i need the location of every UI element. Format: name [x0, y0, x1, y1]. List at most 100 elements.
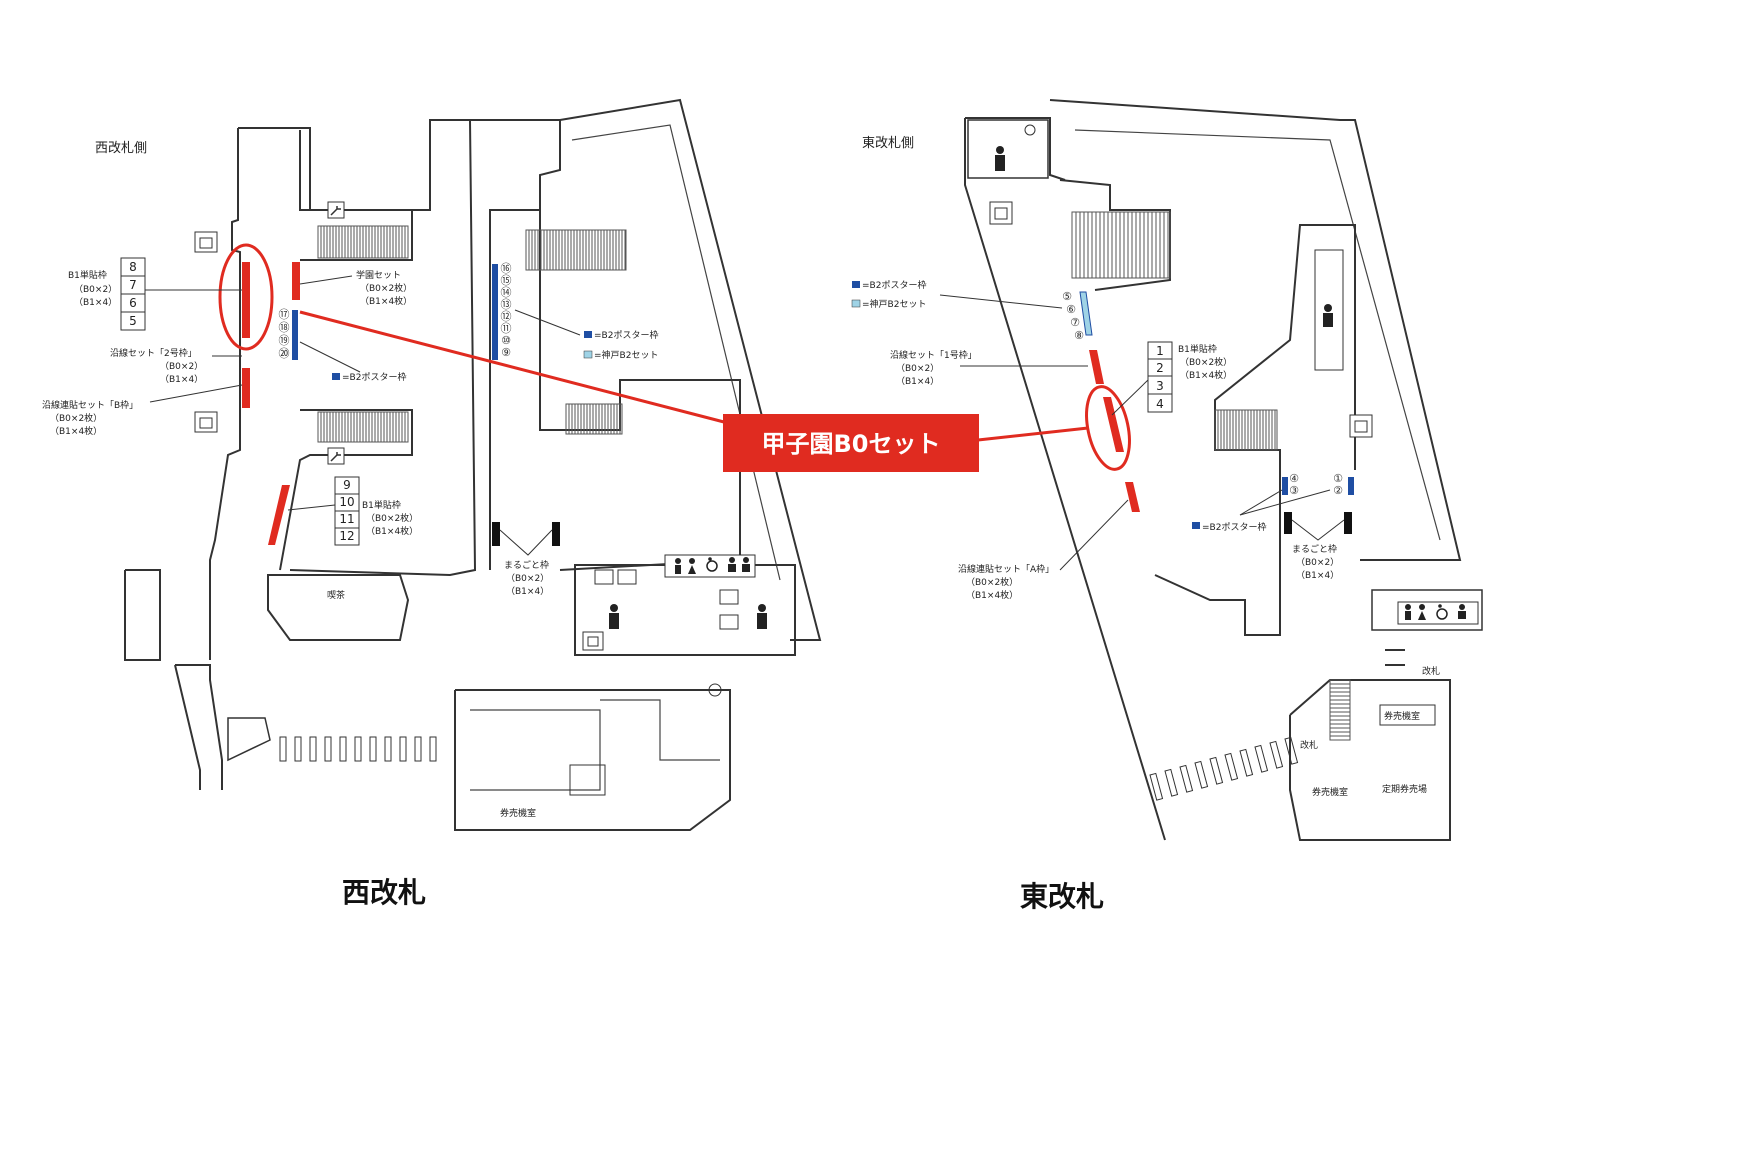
ensen-a-spec: （B1×4枚） — [966, 589, 1018, 601]
b2-poster-legend: =B2ポスター枠 — [342, 371, 406, 383]
person-icon — [609, 604, 619, 629]
crosswalk-stripe — [1164, 768, 1179, 797]
circled-number: ⑲ — [279, 334, 290, 347]
marugoto-label: まるごと枠 — [504, 559, 549, 571]
cafe-label: 喫茶 — [327, 589, 345, 601]
west-lower-kiosk — [227, 717, 271, 762]
circled-number: ⑧ — [1074, 329, 1084, 342]
west-right-wing-room — [539, 210, 741, 571]
b1-box-number: 11 — [339, 512, 354, 526]
leader-line — [287, 504, 336, 511]
ensen-b-spec: （B0×2枚） — [50, 412, 102, 424]
b1-single-spec: （B1×4枚） — [1180, 369, 1232, 381]
b1-single-bottom-label: B1単貼枠 — [362, 499, 401, 511]
circled-numbers-west-left: ⑰ ⑱ ⑲ ⑳ — [279, 308, 298, 360]
gakuen-set-spec: （B0×2枚） — [360, 282, 412, 294]
west-lower-building-inner — [470, 709, 601, 791]
west-gate-caption: 西改札 — [342, 876, 426, 909]
b1-box-number: 3 — [1156, 379, 1164, 393]
b1-box-number: 2 — [1156, 361, 1164, 375]
poster-frame-b1-bottom — [268, 485, 290, 545]
circled-number: ⑤ — [1062, 290, 1072, 303]
circled-number: ② — [1333, 484, 1343, 497]
marugoto-spec: （B0×2） — [506, 573, 549, 584]
ensen-2go-spec: （B0×2） — [160, 361, 203, 372]
west-side-label: 西改札側 — [95, 141, 147, 156]
leader-line — [1239, 489, 1331, 516]
east-gate-caption: 東改札 — [1020, 880, 1104, 913]
commuter-pass-label: 定期券売場 — [1382, 783, 1427, 795]
b2-poster-frame-strip — [1348, 477, 1354, 495]
crosswalk-stripe — [279, 736, 287, 762]
koshien-b0-highlight-east — [1085, 385, 1131, 471]
west-lower-stair-core — [569, 764, 606, 796]
east-wall-inner — [1074, 129, 1441, 541]
elevator-icon — [989, 201, 1013, 225]
west-stairs-right-lower — [565, 403, 623, 435]
elevator-icon — [582, 631, 604, 651]
b1-single-bottom-spec: （B1×4枚） — [366, 525, 418, 537]
marugoto-spec: （B1×4） — [506, 586, 549, 597]
leader-line — [939, 294, 1063, 309]
leader-line — [1059, 499, 1129, 571]
b2-poster-frame-strip — [492, 264, 498, 360]
circled-number: ③ — [1289, 484, 1299, 497]
b2-poster-legend-swatch — [1192, 522, 1200, 529]
circled-number: ⑱ — [279, 321, 290, 334]
b2-poster-legend-swatch — [852, 281, 860, 288]
b1-box-number: 8 — [129, 260, 137, 274]
circled-number: ⑥ — [1066, 303, 1076, 316]
crosswalk-stripe — [309, 736, 317, 762]
marugoto-spec: （B0×2） — [1296, 557, 1339, 568]
crosswalk-stripe — [1254, 744, 1269, 773]
east-stairs-mid — [1214, 409, 1278, 451]
leader-line — [1111, 379, 1149, 416]
crosswalk — [279, 736, 437, 762]
east-stair-box — [1059, 179, 1171, 291]
b1-single-spec: （B0×2） — [74, 284, 117, 295]
marugoto-spec: （B1×4） — [1296, 570, 1339, 581]
circled-number: ⑦ — [1070, 316, 1080, 329]
crosswalk-stripe — [414, 736, 422, 762]
koshien-b0-callout: 甲子園B0セット — [723, 414, 979, 472]
poster-frame-ensen-2go — [242, 368, 250, 408]
leader-line — [149, 384, 243, 403]
ensen-2go-spec: （B1×4） — [160, 374, 203, 385]
west-right-wing-outer — [559, 98, 822, 641]
west-wall-left — [209, 128, 241, 660]
pillar — [708, 683, 722, 697]
escalator-icon — [327, 447, 345, 465]
gakuen-set-label: 学園セット — [356, 269, 401, 281]
b2-poster-legend-swatch — [332, 373, 340, 380]
b1-single-spec: （B1×4） — [74, 297, 117, 308]
poster-frame-gakuen-b0 — [242, 262, 250, 338]
crosswalk-stripe — [399, 736, 407, 762]
station-floor-map: 西改札側 — [42, 98, 1483, 913]
leader-line — [299, 341, 361, 373]
east-stairs-upper — [1071, 211, 1171, 279]
marugoto-label: まるごと枠 — [1292, 543, 1337, 555]
marugoto-frame — [1344, 512, 1352, 534]
nursing-icon — [1458, 604, 1466, 619]
ensen-b-spec: （B1×4枚） — [50, 425, 102, 437]
crosswalk-stripe — [1179, 764, 1194, 793]
east-lower-building — [1289, 679, 1451, 841]
b2-poster-legend-swatch — [584, 331, 592, 338]
ensen-a-label: 沿線連貼セット「A枠」 — [958, 563, 1054, 575]
west-gate-plan: 西改札側 — [42, 98, 822, 831]
circled-number: ⑨ — [501, 346, 511, 359]
elevator-icon — [194, 231, 218, 253]
west-stairs-lower — [317, 411, 409, 443]
b1-box-number: 9 — [343, 478, 351, 492]
restroom-icon — [675, 558, 696, 574]
marugoto-door — [1291, 519, 1345, 541]
poster-frame-gakuen-set — [292, 262, 300, 300]
west-restroom-block — [574, 554, 796, 656]
b1-box-number: 10 — [339, 495, 354, 509]
b2-poster-frame-strip — [292, 310, 298, 360]
west-lower-building — [454, 689, 731, 831]
circled-number: ⑰ — [279, 308, 290, 321]
circled-number: ⑫ — [501, 310, 512, 323]
elevator-icon — [1349, 414, 1373, 438]
circled-numbers-west-right: ⑯ ⑮ ⑭ ⑬ ⑫ ⑪ ⑩ ⑨ — [492, 262, 512, 360]
